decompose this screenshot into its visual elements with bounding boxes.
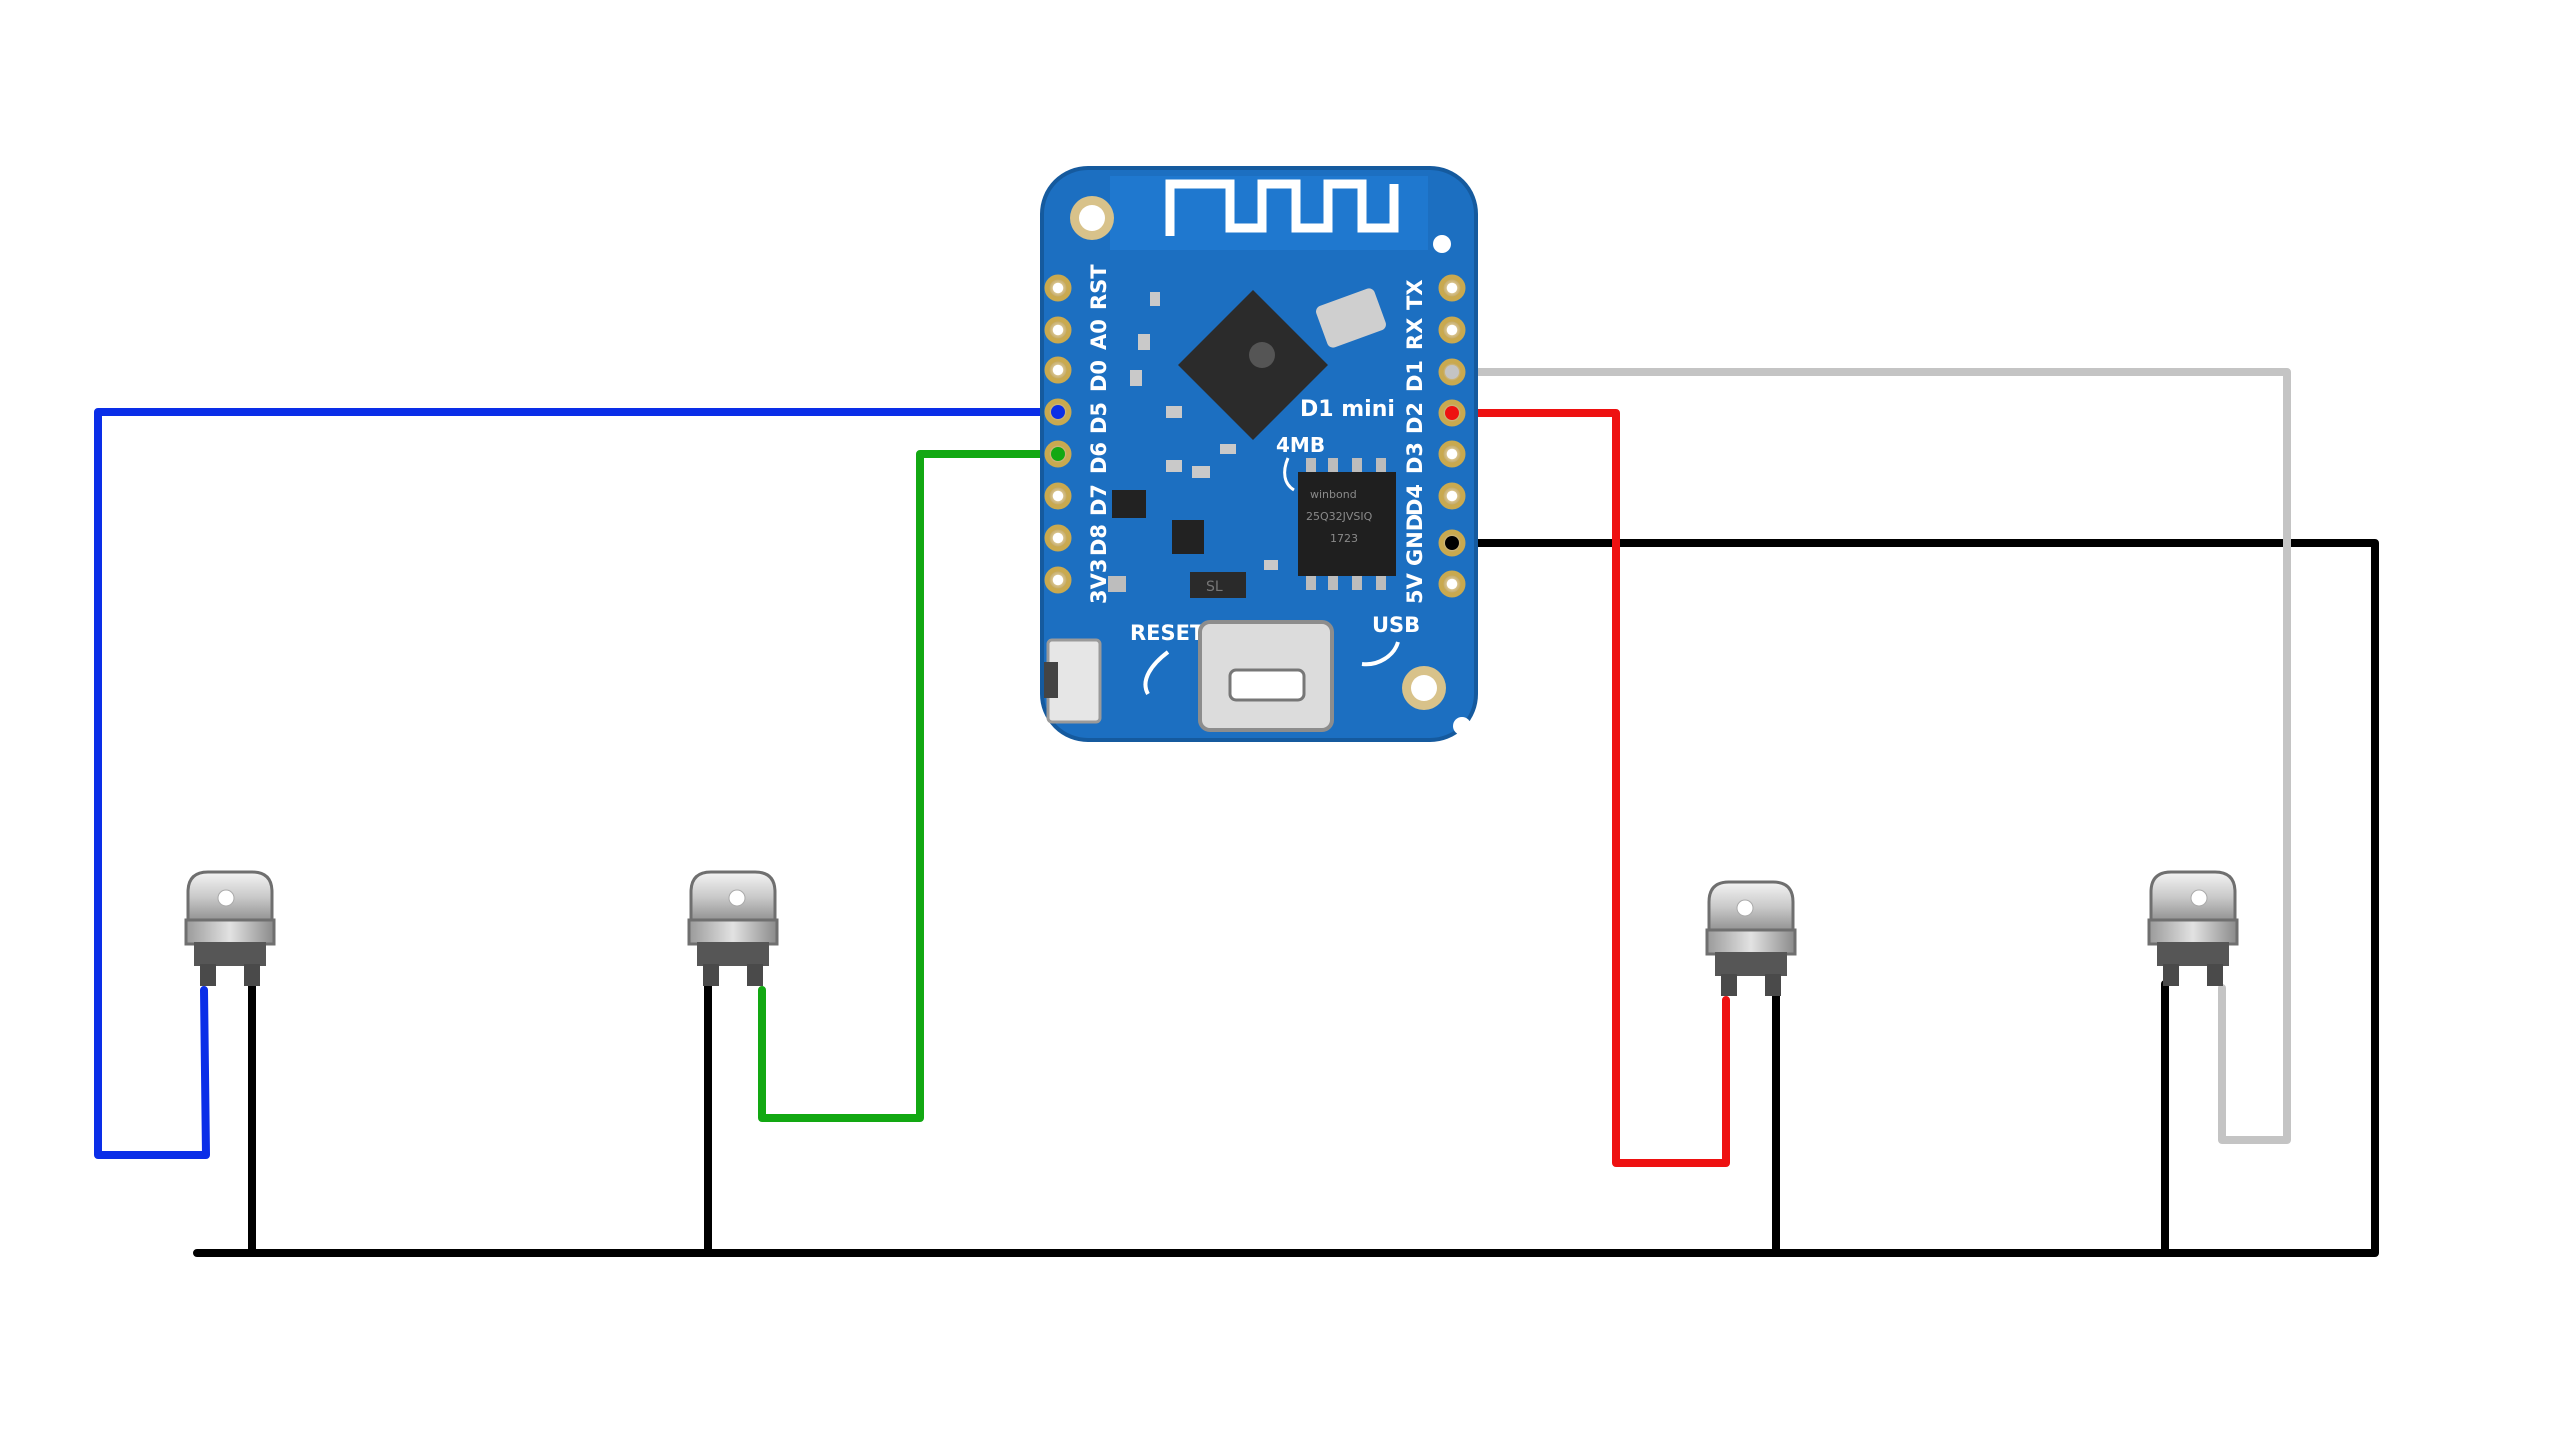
smd-components: SL (1108, 292, 1278, 598)
flash-arrow (1283, 457, 1295, 492)
pin-label-a0: A0 (1087, 319, 1111, 350)
usb-port-opening (1228, 668, 1306, 702)
pin-label-tx: TX (1403, 279, 1427, 310)
wires (94, 368, 2379, 1257)
d6-signal-wire (758, 450, 1062, 1122)
pin-label-d4: D4 (1403, 484, 1427, 516)
led-die (1736, 899, 1754, 917)
mounting-hole-center (1411, 675, 1437, 701)
led-4 (2147, 870, 2239, 986)
flash-chip (1298, 472, 1396, 576)
reset-arrow (1143, 650, 1170, 695)
pin-label-d8: D8 (1087, 524, 1111, 556)
led-body (184, 918, 276, 946)
led-base (194, 942, 266, 966)
led-base (1715, 952, 1787, 976)
d5-pin-connection (1051, 405, 1065, 419)
right-header-pads (1438, 274, 1466, 598)
fiducial (1453, 717, 1471, 735)
led-cathode-leg (244, 964, 260, 986)
d5-signal-wire (94, 408, 1062, 1159)
pin-label-gnd: GND (1403, 514, 1427, 566)
led-anode-leg (747, 964, 763, 986)
pin-label-5v: 5V (1403, 572, 1427, 604)
pin-label-d6: D6 (1087, 442, 1111, 474)
reset-button-actuator (1044, 662, 1058, 698)
pin-label-rx: RX (1403, 318, 1427, 350)
usb-arrow (1361, 641, 1400, 667)
d1-signal-wire (1448, 368, 2291, 1144)
d1-pin-connection (1445, 365, 1459, 379)
led-body (687, 918, 779, 946)
pin-label-d2: D2 (1403, 402, 1427, 434)
mounting-hole-center (1079, 205, 1105, 231)
pcb-shade (1040, 166, 1478, 742)
led-die (217, 889, 235, 907)
led-base (697, 942, 769, 966)
reset-label: RESET (1130, 621, 1205, 645)
d6-pin-connection (1051, 447, 1065, 461)
led-die (728, 889, 746, 907)
ground-bus-wire (193, 539, 2379, 1257)
led-anode-leg (200, 964, 216, 986)
flash-chip-text-2: 25Q32JVSIQ (1306, 510, 1373, 523)
led-body (1705, 928, 1797, 956)
led-cathode-leg (2163, 964, 2179, 986)
right-pin-labels: TX RX D1 D2 D3 D4 GND 5V (1403, 279, 1427, 604)
left-pin-labels: RST A0 D0 D5 D6 D7 D8 3V3 (1087, 264, 1111, 604)
esp-chip (1178, 290, 1328, 440)
flash-chip-legs (1306, 458, 1386, 590)
led-anode-leg (2207, 964, 2223, 986)
d1-mini-board: winbond 25Q32JVSIQ 1723 SL RST A0 D0 D5 … (1040, 166, 1478, 742)
flash-chip-text-3: 1723 (1330, 532, 1358, 545)
pin-label-d1: D1 (1403, 360, 1427, 392)
pin-label-d3: D3 (1403, 442, 1427, 474)
led-3 (1705, 880, 1797, 996)
crystal (1316, 288, 1386, 348)
led-cathode-leg (1765, 974, 1781, 996)
gnd-pin-connection (1445, 536, 1459, 550)
pin-label-rst: RST (1087, 264, 1111, 310)
antenna-trace (1165, 179, 1399, 236)
d2-pin-connection (1445, 406, 1459, 420)
usb-label: USB (1372, 613, 1420, 637)
led-anode-leg (1721, 974, 1737, 996)
regulator-marking: SL (1206, 579, 1223, 595)
led-base (2157, 942, 2229, 966)
pin-label-d0: D0 (1087, 360, 1111, 392)
led-1 (184, 870, 276, 986)
flash-size-label: 4MB (1276, 433, 1325, 457)
d2-signal-wire (1448, 409, 1730, 1167)
led-2 (687, 870, 779, 986)
flash-chip-text-1: winbond (1310, 488, 1357, 501)
pin-label-d5: D5 (1087, 402, 1111, 434)
pin-label-d7: D7 (1087, 484, 1111, 516)
led-cathode-leg (703, 964, 719, 986)
board-name-label: D1 mini (1300, 397, 1395, 422)
led-die (2190, 889, 2208, 907)
led-body (2147, 918, 2239, 946)
fiducial (1433, 235, 1451, 253)
pin-label-3v3: 3V3 (1087, 559, 1111, 604)
esp-chip-logo (1249, 342, 1275, 368)
